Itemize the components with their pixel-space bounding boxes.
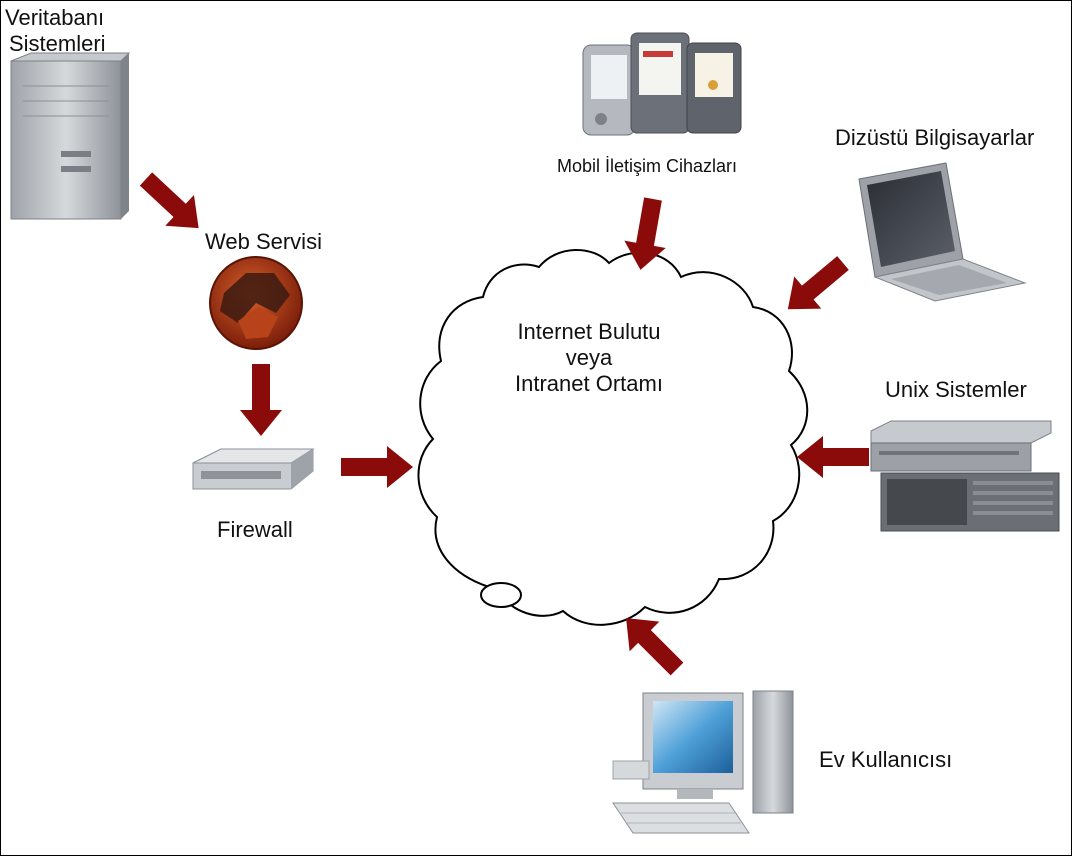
home-user-label: Ev Kullanıcısı (819, 747, 953, 772)
unix-systems-label: Unix Sistemler (885, 377, 1027, 402)
gear-icon (209, 256, 303, 350)
server-tower-icon (10, 52, 131, 220)
cloud-label: Internet Bulutu veya Intranet Ortamı (479, 319, 699, 397)
pda-icon (582, 32, 742, 136)
arrow-webservice-to-firewall (240, 364, 282, 436)
arrow-mobile-to-cloud (624, 197, 666, 270)
cloud-label-line1: Internet Bulutu (517, 319, 661, 344)
cloud-label-line2: veya (565, 345, 613, 370)
cloud-tail-bubble (480, 582, 522, 608)
database-label-line1: Veritabanı (5, 5, 105, 30)
laptops-label: Dizüstü Bilgisayarlar (835, 125, 1035, 150)
arrow-db-to-webservice (139, 172, 199, 229)
mobile-devices-label: Mobil İletişim Cihazları (557, 156, 738, 176)
cloud-shape (417, 249, 809, 626)
arrow-unix-to-cloud (797, 436, 869, 478)
firewall-icon (192, 448, 315, 490)
database-label-line2: Sistemleri (9, 31, 106, 56)
web-service-label: Web Servisi (205, 229, 322, 254)
laptop-icon (858, 162, 1027, 302)
arrow-homeuser-to-cloud (626, 618, 684, 676)
desktop-computer-icon (612, 690, 794, 834)
firewall-label: Firewall (217, 517, 293, 542)
cloud-label-line3: Intranet Ortamı (515, 371, 663, 396)
rack-server-icon (870, 420, 1060, 532)
arrow-firewall-to-cloud (341, 446, 413, 488)
arrow-laptop-to-cloud (787, 256, 849, 310)
